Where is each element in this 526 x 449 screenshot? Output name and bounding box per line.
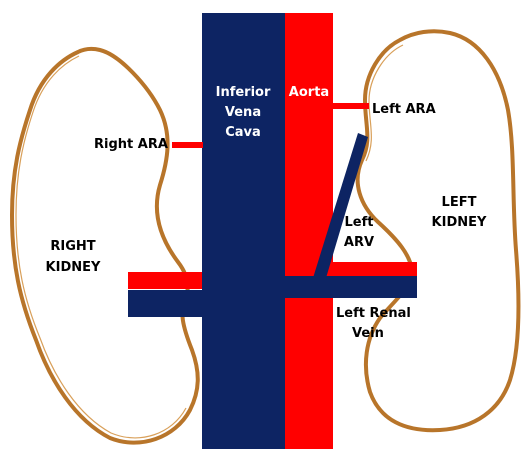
left-kidney-label-line2: KIDNEY <box>432 215 487 230</box>
right-kidney-outline <box>12 49 198 443</box>
right-renal-vein-vessel <box>128 290 204 317</box>
ivc-label-line3: Cava <box>225 125 261 140</box>
left-accessory-renal-artery <box>333 103 369 109</box>
left-kidney-label-line1: LEFT <box>442 195 477 210</box>
left-renal-artery <box>285 262 417 276</box>
left-arv-label-line2: ARV <box>344 235 374 250</box>
left-ara-label: Left ARA <box>372 102 436 117</box>
ivc-label-line1: Inferior <box>216 85 271 100</box>
right-accessory-renal-artery <box>172 142 203 148</box>
inferior-vena-cava-vessel <box>202 13 285 449</box>
left-arv-label-line1: Left <box>345 215 374 230</box>
ivc-label-line2: Vena <box>225 105 261 120</box>
left-renal-vein-label-line2: Vein <box>352 326 384 341</box>
right-kidney-label-line2: KIDNEY <box>46 260 101 275</box>
aorta-label: Aorta <box>289 85 329 100</box>
left-renal-vein-label-line1: Left Renal <box>336 306 411 321</box>
right-renal-artery <box>128 272 208 289</box>
right-ara-label: Right ARA <box>94 137 168 152</box>
left-kidney-outline <box>358 31 519 430</box>
aorta-vessel <box>285 13 333 449</box>
right-kidney-label-line1: RIGHT <box>50 239 95 254</box>
left-renal-vein-vessel <box>285 276 417 298</box>
